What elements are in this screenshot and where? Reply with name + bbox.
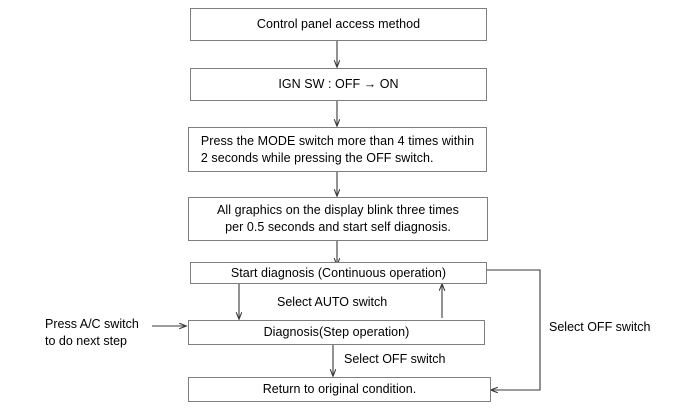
annotation-press-ac-switch: Press A/C switch to do next step (45, 317, 139, 348)
edge-label-select-off-switch-lower: Select OFF switch (344, 352, 446, 366)
connector-n5-n7-loop (487, 269, 541, 390)
node-press-mode-switch[interactable]: Press the MODE switch more than 4 times … (188, 127, 487, 172)
node-diagnosis-step-operation[interactable]: Diagnosis(Step operation) (188, 320, 485, 345)
edge-label-select-off-switch-loop: Select OFF switch (549, 320, 651, 334)
node-return-original-condition[interactable]: Return to original condition. (188, 377, 491, 402)
node-start-diagnosis-continuous[interactable]: Start diagnosis (Continuous operation) (190, 262, 487, 284)
edge-label-select-auto-switch: Select AUTO switch (277, 295, 388, 309)
node-all-graphics-blink[interactable]: All graphics on the display blink three … (188, 197, 488, 241)
node-control-panel-access-method[interactable]: Control panel access method (190, 8, 487, 41)
node-ign-sw[interactable]: IGN SW : OFF → ON (190, 68, 487, 101)
